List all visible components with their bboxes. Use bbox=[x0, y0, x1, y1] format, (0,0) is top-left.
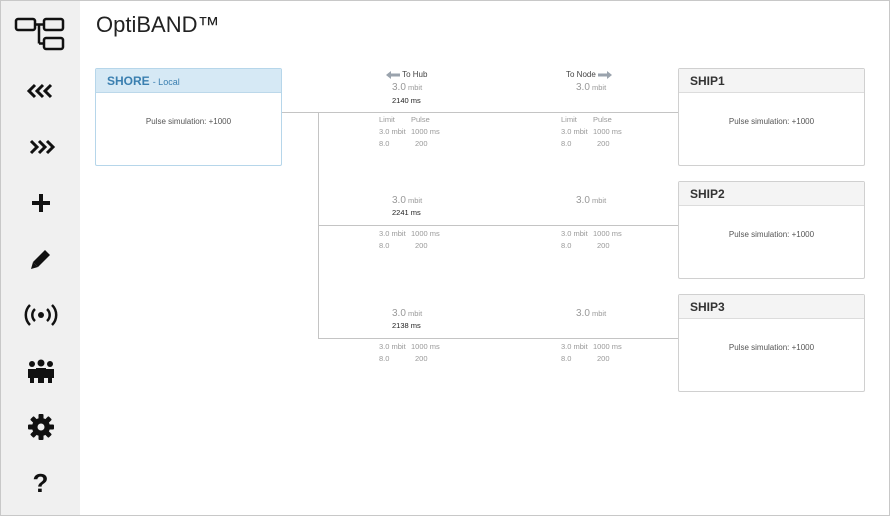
hub-limit-value: 3.0 mbit bbox=[379, 342, 406, 351]
hub-connector-line bbox=[282, 112, 319, 113]
node-pulse-text: Pulse simulation: +1000 bbox=[728, 230, 815, 239]
arrow-right-icon bbox=[598, 70, 613, 79]
node-name: SHIP3 bbox=[679, 295, 864, 319]
node-pulse-value: 1000 ms bbox=[593, 342, 622, 351]
add-icon[interactable] bbox=[1, 181, 80, 225]
hub-pulse-value: 1000 ms bbox=[411, 127, 440, 136]
expand-icon[interactable] bbox=[1, 125, 80, 169]
node-name: SHIP1 bbox=[679, 69, 864, 93]
edit-icon[interactable] bbox=[1, 237, 80, 281]
to-node-rate: 3.0 mbit bbox=[576, 82, 607, 93]
help-icon[interactable]: ? bbox=[32, 467, 49, 498]
to-hub-header: To Hub bbox=[386, 70, 427, 79]
settings-gear-icon[interactable] bbox=[1, 405, 80, 449]
node-limit-label: Limit bbox=[561, 115, 577, 124]
node-box-ship1[interactable]: SHIP1 Pulse simulation: +1000 bbox=[678, 68, 865, 166]
topology-icon[interactable] bbox=[1, 12, 80, 56]
node-pulse-text: Pulse simulation: +1000 bbox=[728, 117, 815, 126]
hub-pulse-text: Pulse simulation: +1000 bbox=[145, 117, 232, 126]
hub-limit-value: 3.0 mbit bbox=[379, 229, 406, 238]
node-box-ship2[interactable]: SHIP2 Pulse simulation: +1000 bbox=[678, 181, 865, 279]
node-pulse-value-2: 200 bbox=[597, 241, 610, 250]
node-limit-value: 3.0 mbit bbox=[561, 127, 588, 136]
hub-pulse-value: 1000 ms bbox=[411, 229, 440, 238]
to-node-rate: 3.0 mbit bbox=[576, 308, 607, 319]
hub-limit-value-2: 8.0 bbox=[379, 241, 390, 250]
users-icon[interactable] bbox=[1, 349, 80, 393]
sidebar: ? bbox=[1, 1, 80, 515]
hub-limit-value: 3.0 mbit bbox=[379, 127, 406, 136]
to-hub-rate: 3.0 mbit bbox=[392, 195, 423, 206]
node-box-ship3[interactable]: SHIP3 Pulse simulation: +1000 bbox=[678, 294, 865, 392]
hub-limit-value-2: 8.0 bbox=[379, 354, 390, 363]
to-hub-rate: 3.0 mbit bbox=[392, 82, 423, 93]
hub-box-header: SHORE- Local bbox=[96, 69, 281, 93]
hub-pulse-label: Pulse bbox=[411, 115, 430, 124]
to-node-rate: 3.0 mbit bbox=[576, 195, 607, 206]
node-limit-value: 3.0 mbit bbox=[561, 342, 588, 351]
node-limit-value: 3.0 mbit bbox=[561, 229, 588, 238]
node-limit-value-2: 8.0 bbox=[561, 241, 572, 250]
hub-pulse-value-2: 200 bbox=[415, 241, 428, 250]
link-line-ship2 bbox=[318, 225, 678, 226]
hub-box-shore[interactable]: SHORE- Local Pulse simulation: +1000 bbox=[95, 68, 282, 166]
hub-name: SHORE bbox=[107, 74, 150, 88]
node-pulse-value-2: 200 bbox=[597, 354, 610, 363]
to-hub-latency: 2140 ms bbox=[392, 96, 421, 105]
node-name: SHIP2 bbox=[679, 182, 864, 206]
hub-pulse-value-2: 200 bbox=[415, 354, 428, 363]
to-node-header: To Node bbox=[566, 70, 613, 79]
to-hub-latency: 2241 ms bbox=[392, 208, 421, 217]
link-line-ship3 bbox=[318, 338, 678, 339]
link-line-ship1 bbox=[318, 112, 678, 113]
node-pulse-value: 1000 ms bbox=[593, 229, 622, 238]
node-limit-value-2: 8.0 bbox=[561, 354, 572, 363]
to-hub-rate: 3.0 mbit bbox=[392, 308, 423, 319]
app-title: OptiBAND™ bbox=[96, 12, 220, 37]
broadcast-icon[interactable] bbox=[1, 293, 80, 337]
arrow-left-icon bbox=[386, 70, 400, 79]
hub-pulse-value: 1000 ms bbox=[411, 342, 440, 351]
hub-tag: - Local bbox=[152, 77, 180, 87]
hub-pulse-value-2: 200 bbox=[415, 139, 428, 148]
node-pulse-value-2: 200 bbox=[597, 139, 610, 148]
node-pulse-text: Pulse simulation: +1000 bbox=[728, 343, 815, 352]
collapse-icon[interactable] bbox=[1, 69, 80, 113]
node-pulse-value: 1000 ms bbox=[593, 127, 622, 136]
hub-limit-label: Limit bbox=[379, 115, 395, 124]
node-pulse-label: Pulse bbox=[593, 115, 612, 124]
hub-limit-value-2: 8.0 bbox=[379, 139, 390, 148]
node-limit-value-2: 8.0 bbox=[561, 139, 572, 148]
to-hub-latency: 2138 ms bbox=[392, 321, 421, 330]
